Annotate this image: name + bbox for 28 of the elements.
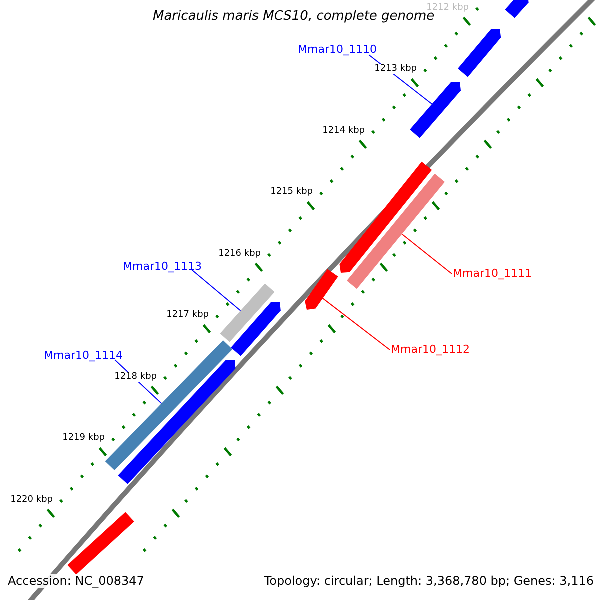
scale-label: 1220 kbp bbox=[10, 494, 53, 504]
gene-feature bbox=[347, 174, 445, 290]
leader-line bbox=[322, 297, 390, 350]
scale-label: 1216 kbp bbox=[218, 248, 261, 258]
scale-label: 1213 kbp bbox=[374, 64, 417, 74]
footer-text: Accession: NC_008347 bbox=[8, 574, 144, 588]
gene-feature bbox=[340, 162, 432, 273]
scale-label: 1217 kbp bbox=[166, 310, 209, 320]
gene-label: Mmar10_1113 bbox=[123, 260, 202, 273]
gene-feature bbox=[305, 269, 338, 310]
gene-feature bbox=[220, 284, 275, 342]
scale-label: 1212 kbp bbox=[426, 2, 469, 12]
leader-line bbox=[400, 233, 452, 274]
gene-label: Mmar10_1111 bbox=[453, 267, 532, 280]
scale-label: 1215 kbp bbox=[270, 187, 313, 197]
footer-text: Topology: circular; Length: 3,368,780 bp; Genes: 3,116 bbox=[264, 574, 594, 588]
gene-feature bbox=[231, 302, 281, 356]
leader-line bbox=[192, 270, 242, 312]
gene-feature bbox=[505, 0, 529, 18]
scale-label: 1214 kbp bbox=[322, 126, 365, 136]
gene-feature bbox=[410, 82, 461, 138]
gene-feature bbox=[458, 29, 502, 78]
scale-label: 1218 kbp bbox=[114, 372, 157, 382]
gene-label: Mmar10_1114 bbox=[44, 349, 123, 362]
scale-label: 1219 kbp bbox=[62, 433, 105, 443]
gene-label: Mmar10_1110 bbox=[298, 43, 377, 56]
gene-label: Mmar10_1112 bbox=[391, 343, 470, 356]
gene-feature bbox=[68, 512, 134, 575]
